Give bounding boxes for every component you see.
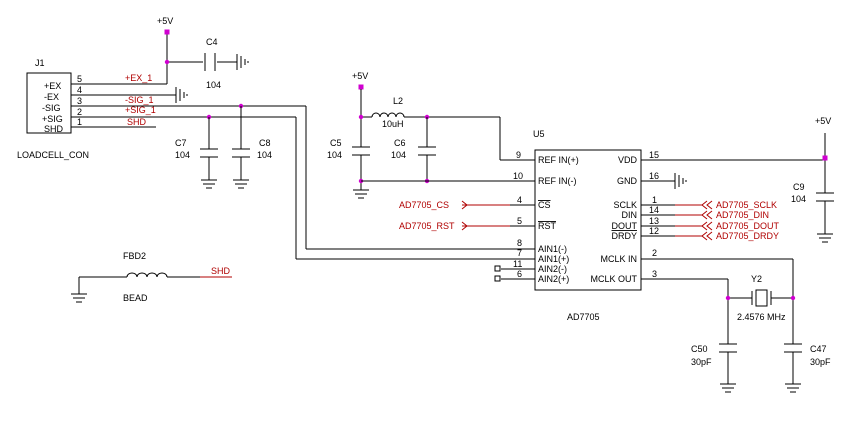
c6-ref: C6 (394, 138, 406, 148)
u5-pin-dout: DOUT (612, 221, 638, 231)
u5-pin-num-6: 6 (517, 269, 522, 279)
fbd2-net: SHD (211, 266, 231, 276)
j1-pin-label-ex-pos: +EX (44, 81, 61, 91)
net-shd: SHD (127, 117, 147, 127)
net-port-drdy: AD7705_DRDY (716, 231, 779, 241)
u5-pin-sclk: SCLK (613, 200, 637, 210)
c5-ref: C5 (330, 138, 342, 148)
c7-val: 104 (175, 150, 190, 160)
connector-j1[interactable]: J1 +EX -EX -SIG +SIG SHD LOADCELL_CON (17, 58, 89, 160)
j1-pin-lines: 5 4 3 2 1 +EX_1 -SIG_1 +SIG_1 SHD (71, 73, 156, 128)
j1-name: LOADCELL_CON (17, 150, 89, 160)
j1-body (26, 72, 72, 134)
u5-pin-din: DIN (622, 210, 638, 220)
u5-pin-num-5: 5 (517, 216, 522, 226)
u5-pin-ain1-pos: AIN1(+) (538, 254, 569, 264)
crystal-circuit (675, 258, 802, 393)
power-label-vdd: +5V (815, 116, 831, 126)
u5-pin-num-14: 14 (649, 205, 659, 215)
j1-pin-num-3: 3 (77, 96, 82, 106)
ferrite-bead-fbd2 (71, 272, 232, 303)
u5-pin-num-9: 9 (516, 150, 521, 160)
ex-neg-ground (156, 87, 188, 103)
vdd-gnd-wiring (674, 133, 834, 243)
u5-pin-ref-in-pos: REF IN(+) (538, 155, 579, 165)
u5-pin-num-7: 7 (517, 248, 522, 258)
u5-name: AD7705 (567, 312, 600, 322)
j1-pin-label-sig-pos: +SIG (42, 114, 63, 124)
l2-val: 10uH (382, 119, 404, 129)
u5-pin-ref-in-neg: REF IN(-) (538, 176, 577, 186)
c4-val: 104 (206, 80, 221, 90)
u5-pin-num-11: 11 (513, 259, 522, 269)
c7-ref: C7 (175, 138, 187, 148)
net-port-din: AD7705_DIN (716, 210, 769, 220)
u5-pin-cs: CS (538, 200, 551, 210)
c8-ref: C8 (259, 138, 271, 148)
net-port-sclk: AD7705_SCLK (716, 200, 777, 210)
j1-pin-num-4: 4 (77, 85, 82, 95)
u5-pin-ain2-pos: AIN2(+) (538, 274, 569, 284)
nc-pin-11 (494, 265, 501, 272)
net-ports-left (461, 200, 510, 231)
fbd2-val: BEAD (123, 293, 148, 303)
u5-pin-num-13: 13 (649, 216, 659, 226)
j1-pin-label-sig-neg: -SIG (42, 103, 61, 113)
j1-pin-label-shd: SHD (44, 124, 64, 134)
u5-pin-num-10: 10 (513, 171, 523, 181)
net-sig1-pos: +SIG_1 (125, 105, 156, 115)
u5-pin-drdy: DRDY (611, 231, 637, 241)
u5-pin-rst: RST (538, 221, 557, 231)
j1-pin-num-1: 1 (77, 117, 82, 127)
u5-pin-num-2: 2 (652, 248, 657, 258)
c4-ref: C4 (206, 37, 218, 47)
net-port-dout: AD7705_DOUT (716, 221, 780, 231)
u5-pin-gnd: GND (617, 176, 638, 186)
u5-pin-vdd: VDD (618, 155, 638, 165)
c50-val: 30pF (691, 357, 712, 367)
u5-pin-num-15: 15 (649, 150, 659, 160)
net-sig1-neg: -SIG_1 (125, 95, 154, 105)
c5-val: 104 (327, 150, 342, 160)
j1-pin-num-2: 2 (77, 107, 82, 117)
c9-val: 104 (791, 194, 806, 204)
u5-pin-mclk-out: MCLK OUT (590, 274, 637, 284)
u5-pin-mclk-in: MCLK IN (600, 254, 637, 264)
u5-pin-num-3: 3 (652, 269, 657, 279)
net-port-rst: AD7705_RST (399, 221, 455, 231)
net-ports-right (675, 200, 713, 241)
u5-pin-ain2-neg: AIN2(-) (538, 264, 567, 274)
net-port-cs: AD7705_CS (399, 200, 449, 210)
j1-pin-label-ex-neg: -EX (44, 92, 59, 102)
reference-filter (352, 84, 510, 199)
u5-pin-num-8: 8 (517, 238, 522, 248)
c9-ref: C9 (793, 182, 805, 192)
c50-ref: C50 (691, 344, 708, 354)
c47-val: 30pF (810, 357, 831, 367)
u5-body (534, 149, 642, 291)
u5-ref: U5 (533, 129, 545, 139)
c47-ref: C47 (810, 344, 827, 354)
u5-pin-num-1: 1 (652, 195, 657, 205)
c8-val: 104 (257, 150, 272, 160)
ex-power-wiring (156, 29, 249, 85)
y2-val: 2.4576 MHz (737, 312, 786, 322)
ic-u5[interactable]: U5 AD7705 9 10 4 5 8 7 11 6 REF IN(+) RE… (494, 129, 675, 322)
fbd2-ref: FBD2 (123, 251, 146, 261)
u5-pin-ain1-neg: AIN1(-) (538, 244, 567, 254)
net-ex1: +EX_1 (125, 73, 152, 83)
nc-pin-6 (494, 275, 501, 282)
u5-pin-num-12: 12 (649, 226, 659, 236)
j1-pin-num-5: 5 (77, 74, 82, 84)
c6-val: 104 (391, 150, 406, 160)
l2-ref: L2 (393, 96, 403, 106)
power-label-c4: +5V (157, 16, 173, 26)
y2-ref: Y2 (751, 274, 762, 284)
u5-pin-num-16: 16 (649, 171, 659, 181)
j1-ref: J1 (35, 58, 45, 68)
signal-routing (156, 103, 510, 260)
u5-pin-num-4: 4 (517, 195, 522, 205)
power-label-ref: +5V (352, 71, 368, 81)
